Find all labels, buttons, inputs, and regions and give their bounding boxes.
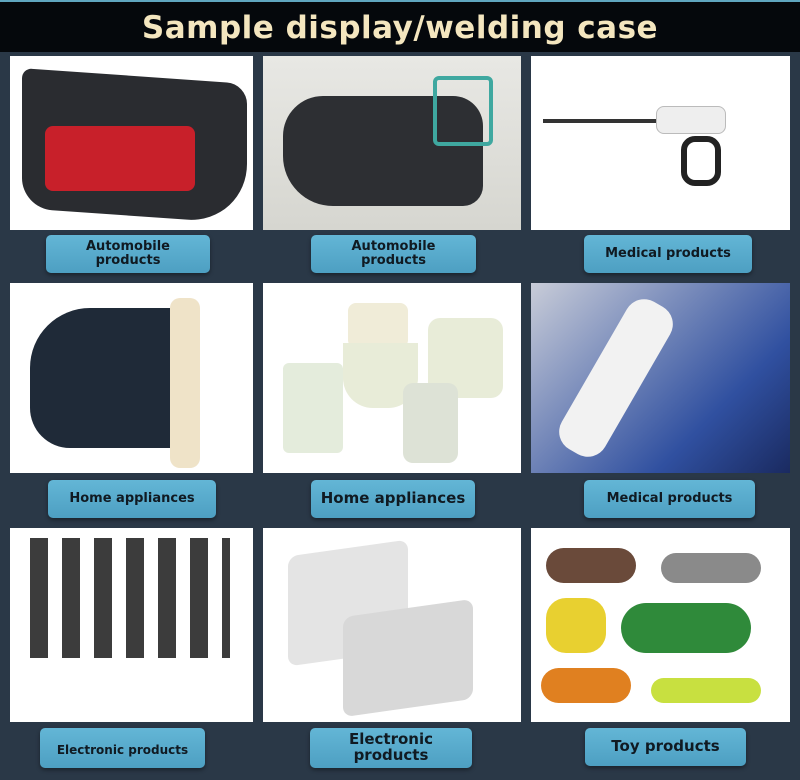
label-medical-products-1: Medical products: [584, 235, 752, 273]
label-medical-products-2: Medical products: [584, 480, 755, 518]
header-band: [0, 2, 800, 52]
label-toy-products: Toy products: [585, 728, 746, 766]
label-electronic-products-2: Electronic products: [310, 728, 472, 768]
page-title: Sample display/welding case: [141, 10, 659, 46]
label-home-appliances-1: Home appliances: [48, 480, 216, 518]
surgical-stapler-image: [531, 56, 790, 230]
label-electronic-products-1: Electronic products: [40, 728, 205, 768]
power-adapters-image: [10, 528, 253, 722]
vacuum-dust-cup-image: [10, 283, 253, 473]
car-door-panel-image: [10, 56, 253, 230]
top-accent-bar: [0, 0, 800, 2]
label-automobile-products-1: Automobile products: [46, 235, 210, 273]
transparent-containers-image: [263, 283, 521, 473]
power-bank-image: [263, 528, 521, 722]
toy-dinosaurs-image: [531, 528, 790, 722]
label-automobile-products-2: Automobile products: [311, 235, 476, 273]
intake-manifold-image: [263, 56, 521, 230]
surgical-instrument-image: [531, 283, 790, 473]
label-home-appliances-2: Home appliances: [311, 480, 475, 518]
